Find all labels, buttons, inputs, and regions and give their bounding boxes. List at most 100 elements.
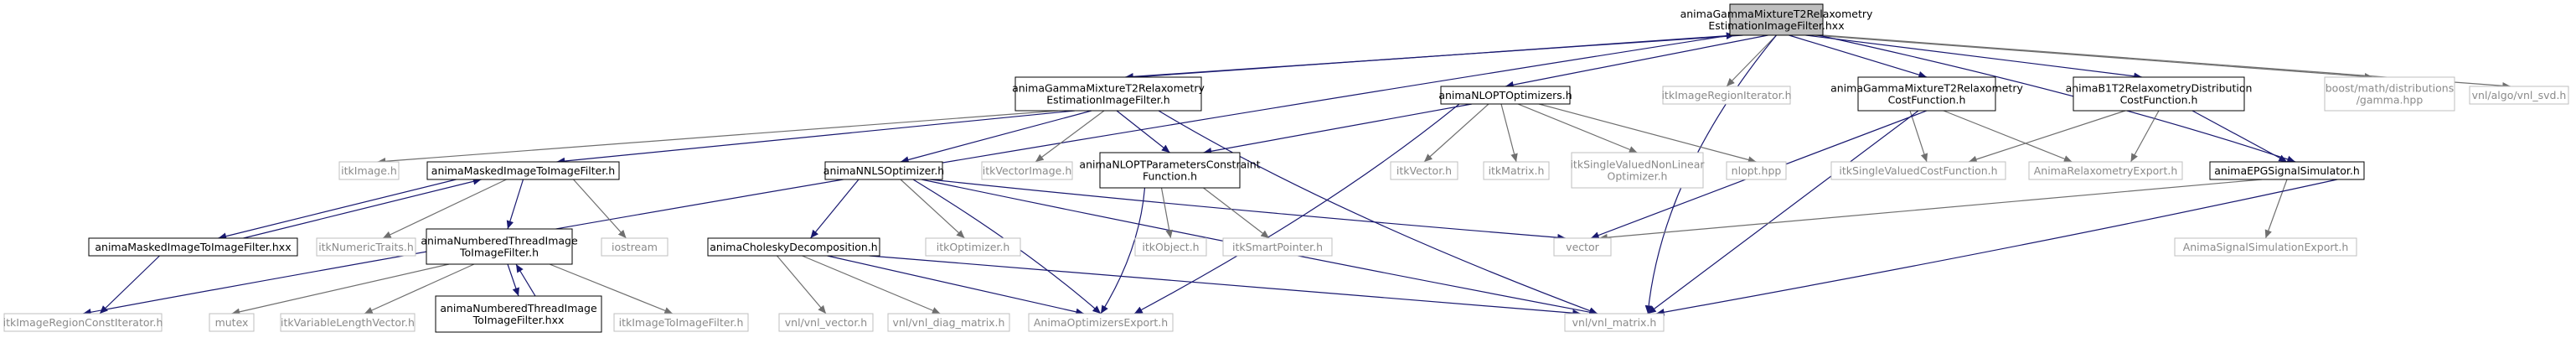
node-box [2209, 161, 2365, 180]
edge-nlopt_param-to-opt_export [1100, 187, 1146, 314]
node-cost-h[interactable]: animaGammaMixtureT2RelaxometryCostFuncti… [1830, 76, 2023, 112]
edge-cost_h-to-itk_single_cost [1909, 110, 1928, 163]
node-box [1553, 237, 1612, 257]
node-label: animaGammaMixtureT2Relaxometry [1680, 8, 1873, 20]
node-root[interactable]: animaGammaMixtureT2RelaxometryEstimation… [1680, 3, 1873, 36]
node-label: itkSingleValuedNonLinear [1570, 159, 1705, 171]
node-label: itkNumericTraits.h [318, 241, 414, 253]
edge-b1-to-itk_single_cost [1968, 110, 2126, 164]
node-itk-region-it: itkImageRegionIterator.h [1661, 86, 1792, 105]
edge-cholesky-to-vnl_diag [802, 255, 941, 314]
node-label: animaNLOPTOptimizers.h [1438, 89, 1572, 101]
edge-nlopt_param-to-itksmartptr [1203, 187, 1270, 239]
node-label: AnimaOptimizersExport.h [1034, 316, 1168, 329]
node-box [1830, 161, 2006, 180]
node-label: itkImageRegionIterator.h [1661, 89, 1791, 101]
node-box [280, 313, 416, 332]
node-vnl-diag: vnl/vnl_diag_matrix.h [887, 313, 1010, 332]
node-box [824, 161, 943, 180]
node-vnl-matrix: vnl/vnl_matrix.h [1564, 313, 1665, 332]
node-box [925, 237, 1021, 257]
node-itkimage: itkImage.h [338, 161, 400, 180]
edge-filt_h-to-root [1133, 32, 1735, 78]
node-box [435, 295, 602, 333]
edge-nlopt_param-to-itkobject [1160, 187, 1173, 239]
node-box [1857, 76, 1996, 112]
node-label: vnl/vnl_vector.h [785, 316, 867, 329]
node-label: animaNumberedThreadImage [440, 302, 597, 314]
node-box [707, 237, 880, 257]
node-label: itkObject.h [1142, 241, 1199, 253]
node-box [1726, 161, 1787, 180]
edge-root-to-boost [1814, 34, 2373, 81]
edge-root-to-nlopt [1505, 34, 1768, 89]
node-box [778, 313, 874, 332]
node-label: CostFunction.h [2120, 94, 2198, 107]
node-label: animaMaskedImageToImageFilter.hxx [95, 241, 291, 253]
edge-masked_hxx-to-itk_region_const [99, 255, 160, 314]
node-label: animaMaskedImageToImageFilter.h [431, 164, 615, 177]
node-nnls[interactable]: animaNNLSOptimizer.h [823, 161, 944, 180]
edge-b1-to-relax_export [2129, 110, 2160, 163]
node-epg[interactable]: animaEPGSignalSimulator.h [2209, 161, 2365, 180]
node-label: itkMatrix.h [1489, 164, 1545, 177]
edge-filt_h-to-itkvecimg [1035, 110, 1105, 163]
node-label: animaGammaMixtureT2Relaxometry [1012, 82, 1205, 95]
node-label: animaNumberedThreadImage [421, 235, 578, 247]
edge-masked_h-to-iostream [573, 179, 627, 239]
edge-filt_h-to-nlopt_param [1116, 110, 1170, 153]
node-mutex: mutex [209, 313, 255, 332]
node-cholesky[interactable]: animaCholeskyDecomposition.h [707, 237, 880, 257]
node-label: itkImageToImageFilter.h [619, 316, 744, 329]
edge-nnls-to-itkopt [900, 179, 965, 239]
node-box [316, 237, 416, 257]
edge-nlopt-to-itkvector [1423, 103, 1489, 163]
node-label: itkSmartPointer.h [1232, 241, 1323, 253]
node-box [3, 313, 163, 332]
node-itksmartptr: itkSmartPointer.h [1222, 237, 1333, 257]
node-masked-h[interactable]: animaMaskedImageToImageFilter.h [426, 161, 620, 180]
edge-numbered_h-to-itkvarlen [364, 263, 475, 314]
node-box [887, 313, 1010, 332]
edge-numbered_h-to-mutex [231, 263, 450, 316]
node-itkobject: itkObject.h [1134, 237, 1207, 257]
node-label: itkSingleValuedCostFunction.h [1839, 164, 1997, 177]
node-masked-hxx[interactable]: animaMaskedImageToImageFilter.hxx [88, 237, 298, 257]
node-label: itkVector.h [1396, 164, 1452, 177]
node-box [338, 161, 400, 180]
node-label: itkVariableLengthVector.h [281, 316, 415, 329]
edge-filt_h-to-masked_h [556, 110, 1076, 165]
edge-epg-to-sigsim_export [2264, 179, 2288, 239]
edge-numbered_h-to-numbered_hxx [507, 263, 519, 297]
node-itkvector: itkVector.h [1390, 161, 1458, 180]
edge-root-to-itk_region_it [1726, 34, 1777, 87]
edge-b1-to-epg [2191, 110, 2288, 163]
edge-cost_h-to-relax_export [1943, 110, 2073, 163]
node-itkmatrix: itkMatrix.h [1483, 161, 1550, 180]
edge-numbered_hxx-to-numbered_h [515, 263, 536, 297]
edge-nnls-to-vector [929, 179, 1567, 242]
edge-masked_hxx-to-masked_h [243, 178, 482, 239]
node-box [1440, 86, 1571, 105]
node-box [2324, 76, 2455, 112]
edge-filt_h-to-nnls [900, 110, 1092, 164]
node-label: boost/math/distributions [2326, 82, 2454, 95]
node-label: AnimaSignalSimulationExport.h [2183, 241, 2349, 253]
edge-filt_h-to-itkimage [377, 110, 1059, 165]
node-label: animaGammaMixtureT2Relaxometry [1830, 82, 2023, 95]
node-numbered-hxx[interactable]: animaNumberedThreadImageToImageFilter.hx… [435, 295, 602, 333]
node-b1[interactable]: animaB1T2RelaxometryDistributionCostFunc… [2066, 76, 2253, 112]
node-box [1571, 152, 1704, 189]
node-box [1222, 237, 1333, 257]
node-label: vnl/vnl_diag_matrix.h [893, 316, 1005, 329]
node-nlopt[interactable]: animaNLOPTOptimizers.h [1438, 86, 1572, 105]
node-label: EstimationImageFilter.h [1046, 94, 1169, 107]
node-relax-export: AnimaRelaxometryExport.h [2028, 161, 2183, 180]
node-itkimg2img: itkImageToImageFilter.h [613, 313, 749, 332]
node-filt-h[interactable]: animaGammaMixtureT2RelaxometryEstimation… [1012, 76, 1205, 112]
node-box [601, 237, 669, 257]
edge-masked_h-to-numbered_h [506, 179, 524, 230]
edge-root-to-cost_h [1789, 34, 1928, 79]
